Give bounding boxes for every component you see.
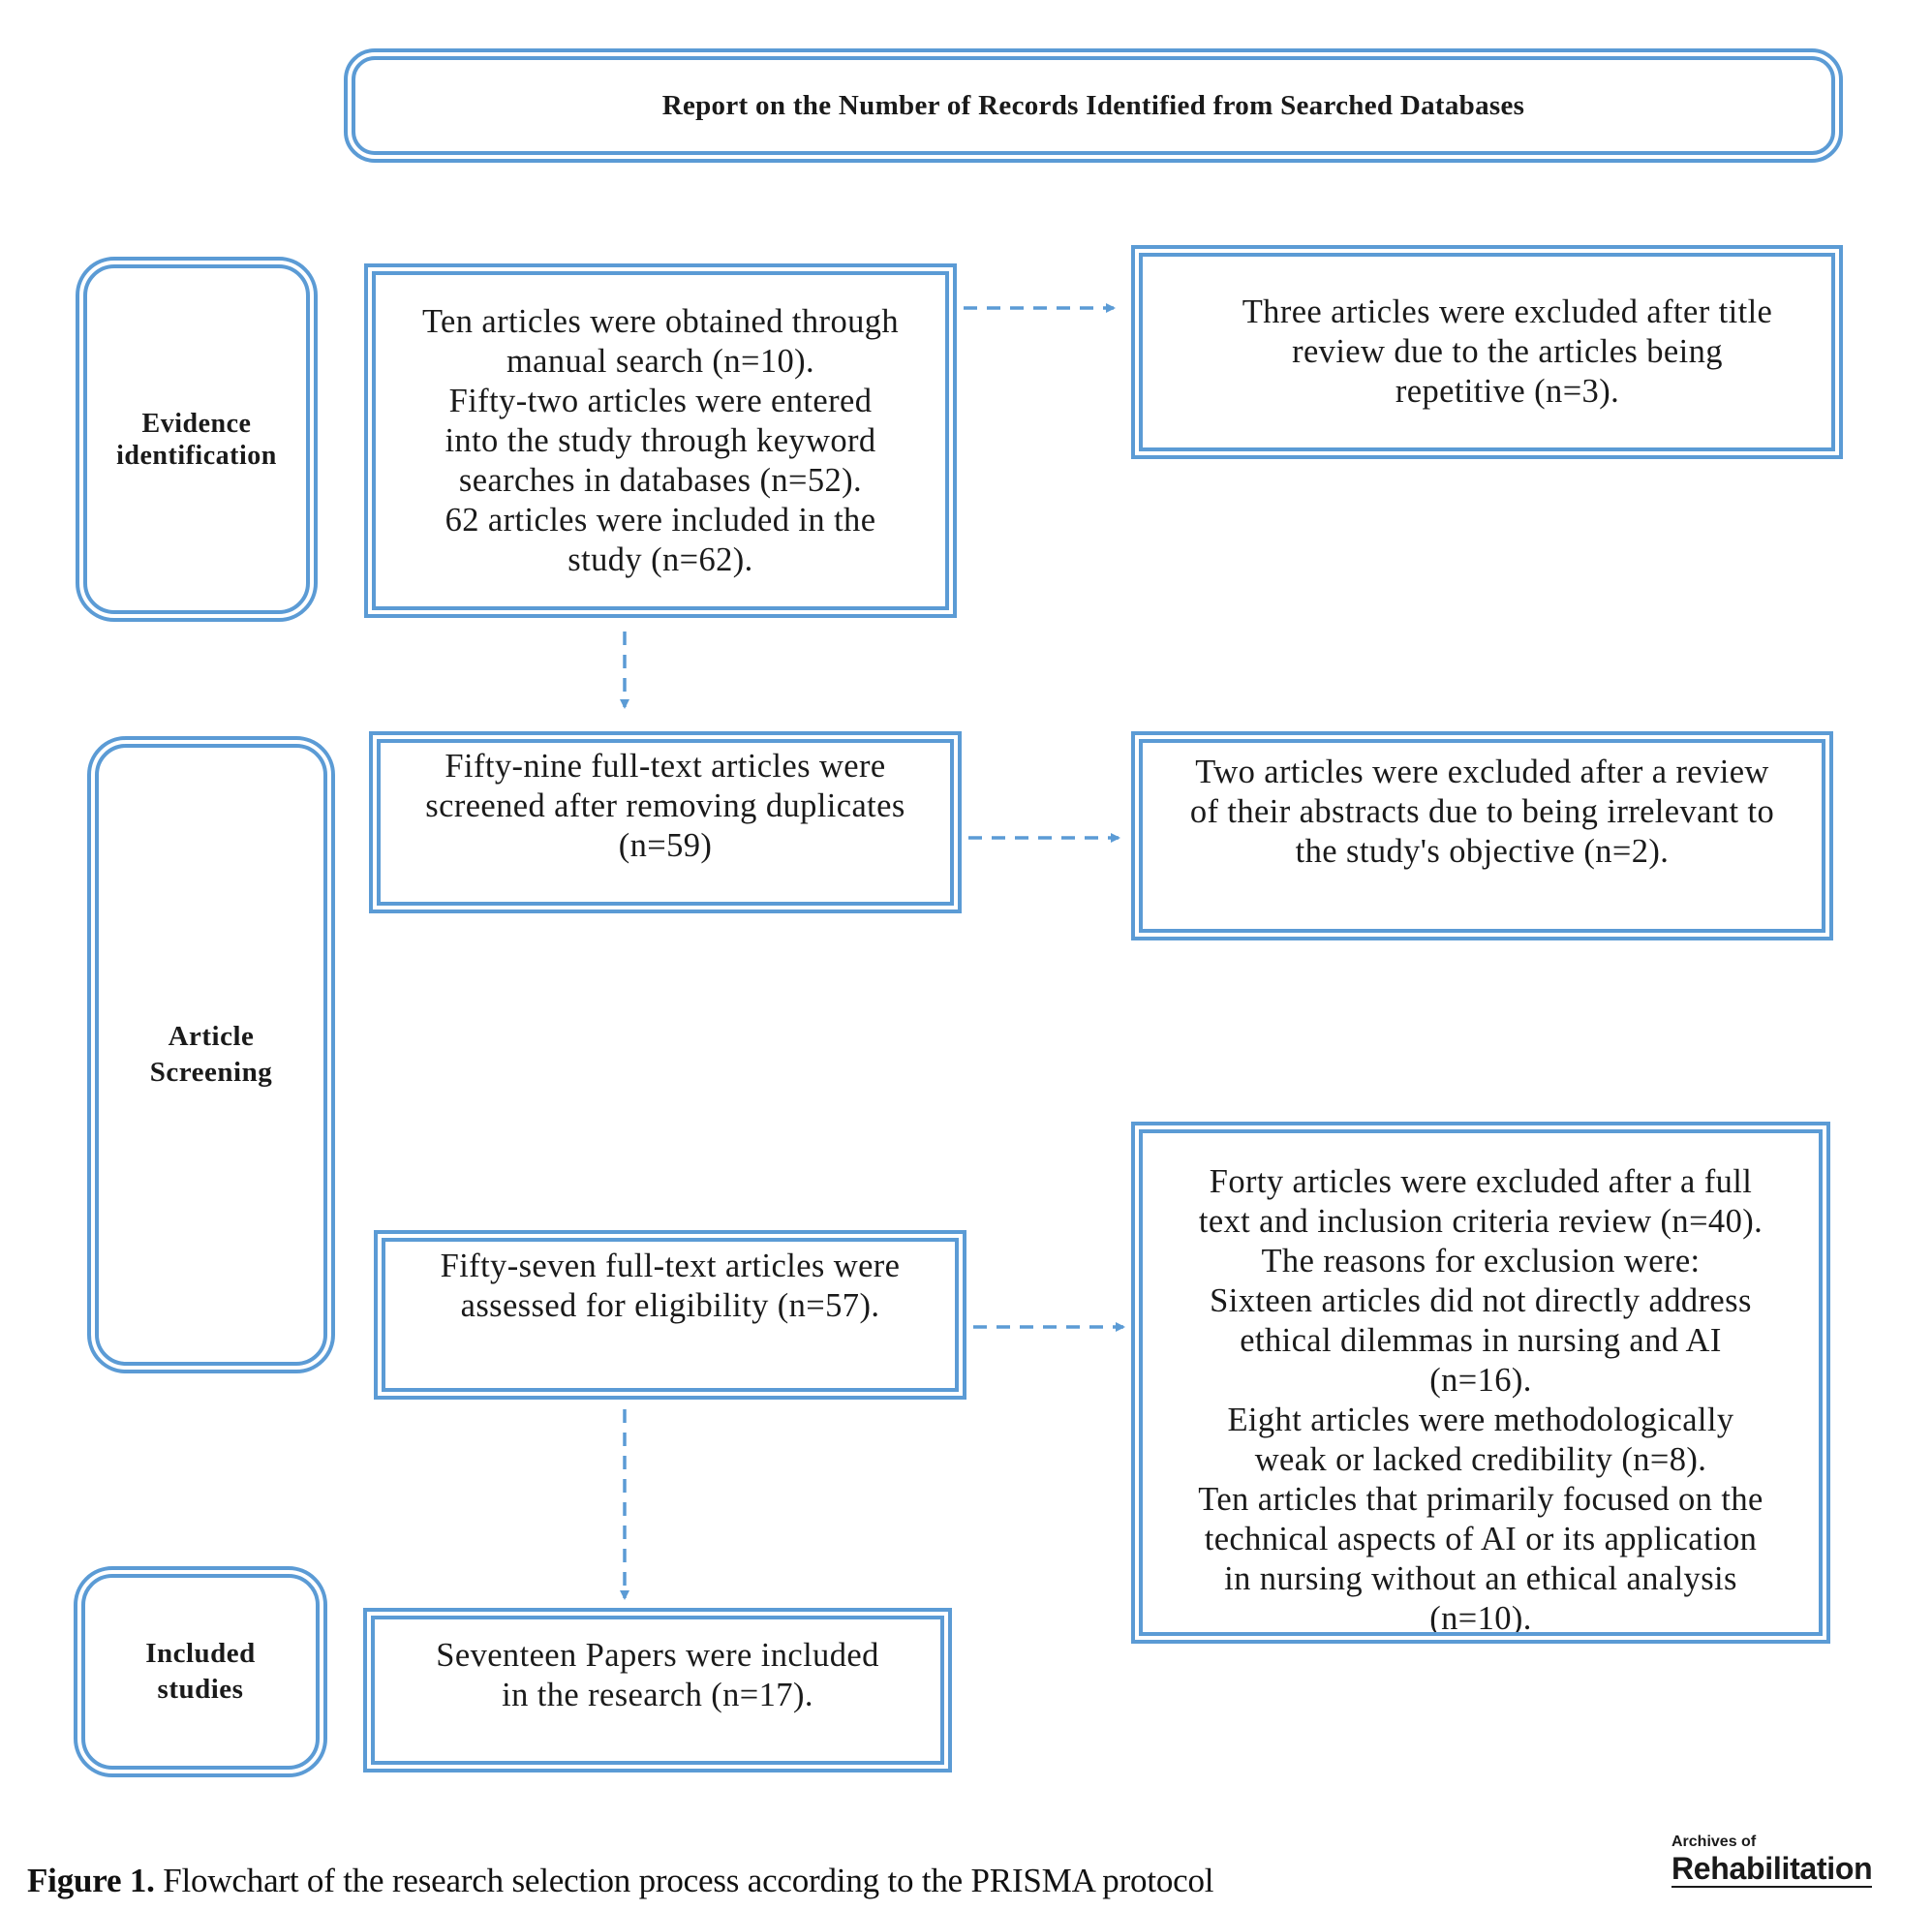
journal-logo-line2: Rehabilitation <box>1671 1851 1873 1888</box>
screened-box: Fifty-nine full-text articles were scree… <box>369 731 962 913</box>
header-title: Report on the Number of Records Identifi… <box>661 89 1525 121</box>
identified-records-text: Ten articles were obtained through manua… <box>421 302 900 578</box>
figure-caption: Figure 1. Flowchart of the research sele… <box>27 1862 1214 1900</box>
stage-identification-box: Evidence identification <box>76 257 318 622</box>
figure-caption-label: Figure 1. <box>27 1862 155 1899</box>
eligibility-box: Fifty-seven full-text articles were asse… <box>374 1230 966 1400</box>
excluded-fulltext-box: Forty articles were excluded after a ful… <box>1131 1122 1830 1644</box>
stage-screening-label: Article Screening <box>149 1021 273 1088</box>
excluded-abstract-text: Two articles were excluded after a revie… <box>1189 753 1775 870</box>
header-box: Report on the Number of Records Identifi… <box>344 48 1843 163</box>
journal-logo-line1: Archives of <box>1671 1834 1757 1850</box>
identified-records-box: Ten articles were obtained through manua… <box>364 263 957 618</box>
figure-caption-text: Flowchart of the research selection proc… <box>154 1862 1214 1899</box>
stage-screening-box: Article Screening <box>87 736 335 1373</box>
journal-logo: Archives of Rehabilitation <box>1671 1834 1873 1888</box>
excluded-fulltext-text: Forty articles were excluded after a ful… <box>1198 1163 1763 1637</box>
eligibility-text: Fifty-seven full-text articles were asse… <box>440 1247 901 1324</box>
included-studies-box: Seventeen Papers were included in the re… <box>363 1608 952 1772</box>
stage-included-box: Included studies <box>74 1566 327 1777</box>
excluded-abstract-box: Two articles were excluded after a revie… <box>1131 731 1833 940</box>
excluded-title-text: Three articles were excluded after title… <box>1242 293 1773 410</box>
stage-identification-label: Evidence identification <box>116 408 277 471</box>
screened-text: Fifty-nine full-text articles were scree… <box>425 747 905 864</box>
included-studies-text: Seventeen Papers were included in the re… <box>436 1637 879 1713</box>
excluded-title-box: Three articles were excluded after title… <box>1131 245 1843 459</box>
stage-included-label: Included studies <box>145 1638 256 1705</box>
